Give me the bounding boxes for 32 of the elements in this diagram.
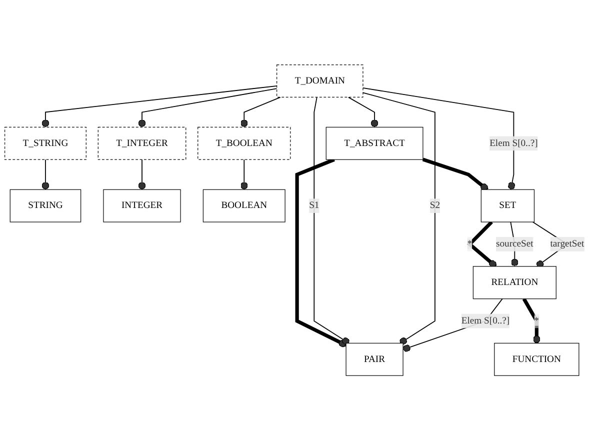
connector — [138, 88, 278, 128]
edge-label: sourceSet — [496, 239, 534, 250]
edge-label: Elem S[0..?] — [461, 316, 510, 326]
edge-label: * — [534, 316, 540, 326]
connector — [422, 158, 488, 192]
connector — [240, 159, 248, 190]
node-box: T_ABSTRACT — [326, 127, 424, 160]
connector — [362, 92, 436, 345]
edge-label: targetSet — [550, 239, 584, 250]
connector — [240, 97, 281, 128]
connector — [138, 159, 146, 190]
node-box: T_BOOLEAN — [198, 127, 291, 160]
node-box: T_INTEGER — [98, 127, 186, 160]
connector — [314, 97, 350, 345]
node-box: SET — [480, 190, 535, 223]
node-box: FUNCTION — [494, 343, 580, 376]
node-box: INTEGER — [103, 190, 181, 223]
connector — [42, 159, 50, 190]
node-box: RELATION — [472, 266, 556, 300]
connector — [348, 97, 378, 128]
connector — [42, 86, 278, 128]
edge-label: S1 — [309, 200, 320, 211]
node-box: T_DOMAIN — [276, 64, 364, 98]
edge-label: S2 — [430, 200, 440, 211]
node-box: T_STRING — [4, 127, 86, 160]
connector — [362, 88, 516, 190]
node-box: STRING — [10, 190, 82, 223]
node-box: PAIR — [346, 343, 404, 376]
edge-label: * — [467, 239, 472, 250]
connector — [295, 158, 347, 348]
edge-label: Elem S[0..?] — [490, 138, 538, 148]
node-box: BOOLEAN — [202, 190, 286, 223]
